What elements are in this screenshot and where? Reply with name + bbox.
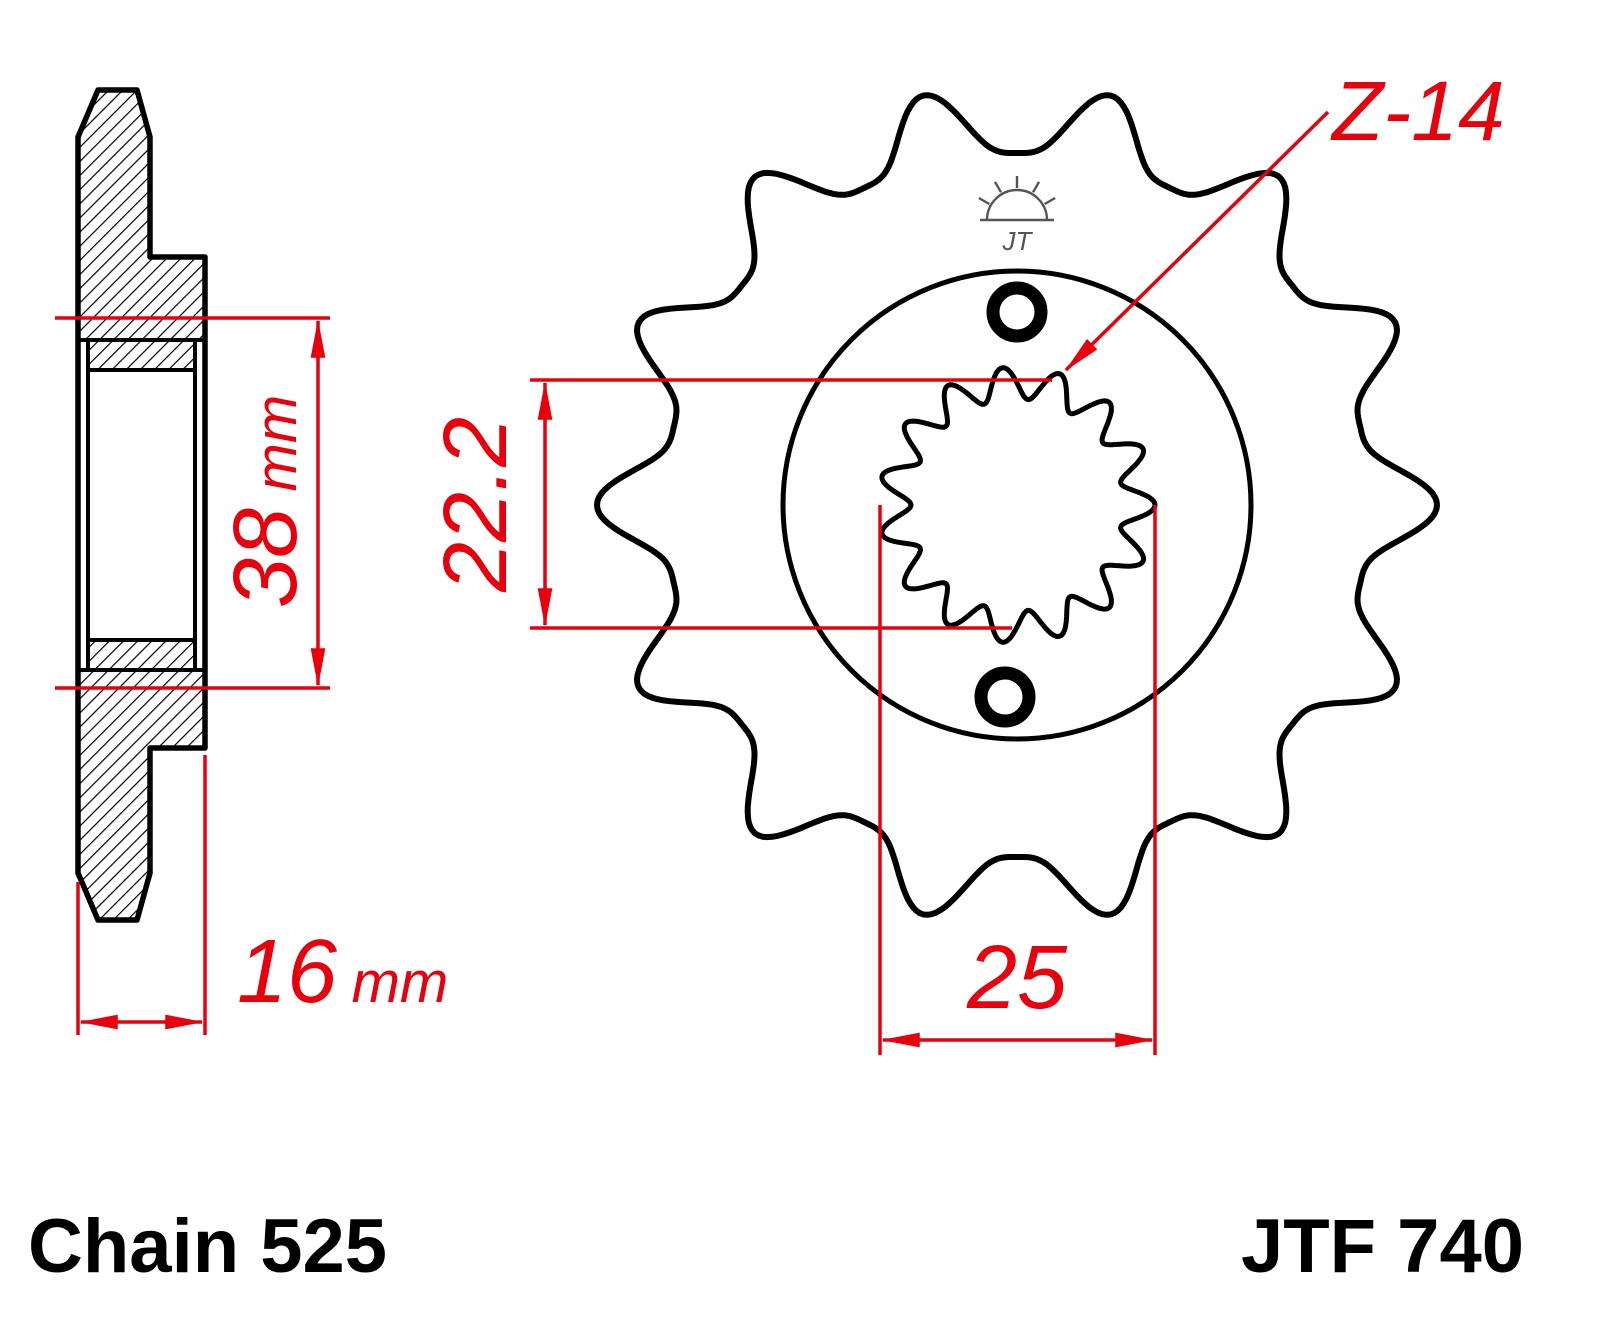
hatch-rim-top [78,92,150,340]
lightening-hole-bottom [974,666,1036,728]
hatch-rim-bottom [78,670,150,918]
dim-38mm: 38 mm [55,316,330,690]
chain-size-label: Chain 525 [28,1204,387,1289]
hatch-hub-flange-top [150,257,205,340]
part-number-label: JTF 740 [1241,1204,1524,1289]
hatch-spline-band-top [88,340,195,370]
lightening-hole-top [986,281,1048,343]
dim-16mm-label: 16 mm [237,922,448,1022]
dim-25-label: 25 [966,928,1068,1028]
teeth-count-label: Z-14 [1330,64,1505,158]
hatch-hub-flange-bottom [150,670,205,748]
dim-16mm: 16 mm [76,755,448,1035]
jt-logo-text: JT [1002,226,1034,256]
cross-section-view [75,87,208,923]
dim-38mm-label: 38 mm [216,395,316,608]
dim-z14: Z-14 [1064,64,1505,372]
dim-22-2: 22.2 [426,378,1052,630]
spline-bore [879,365,1158,645]
dim-22-2-label: 22.2 [426,417,526,593]
section-interior-lines [78,338,205,672]
dim-25: 25 [878,505,1157,1055]
dimension-annotations: 38 mm 16 mm 22.2 25 [55,64,1505,1055]
jt-logo: JT [978,176,1056,256]
front-view: JT [594,92,1440,918]
captions: Chain 525 JTF 740 [28,1204,1524,1289]
sprocket-outline [594,92,1440,918]
jt-logo-sun-arc [985,188,1049,221]
section-outline [75,87,208,923]
hatch-spline-band-bottom [88,640,195,670]
pitch-circle [780,268,1254,742]
